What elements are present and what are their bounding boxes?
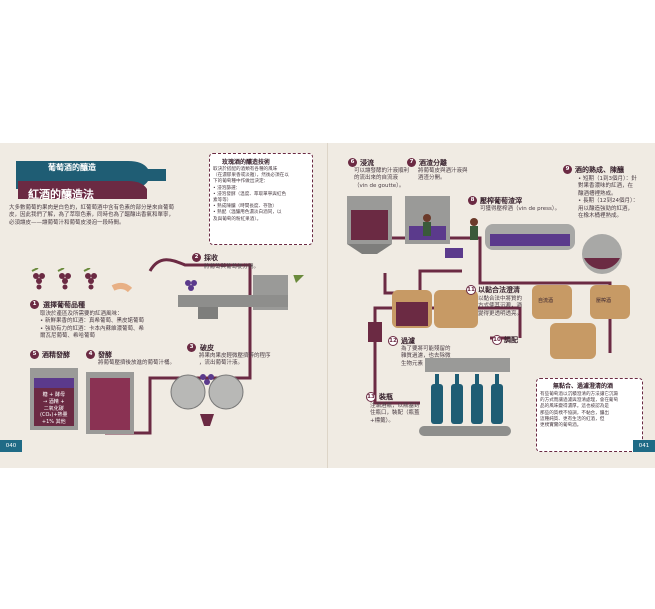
tank-equation: 糖 + 酵母 → 酒精 + 二氧化碳 (CO₂)+熱量 +1% 其他	[40, 392, 68, 425]
step-12-title: 過濾	[401, 337, 415, 345]
step-11-text: 以黏合法中將質的 方式使其沉澱，酒 變得更透明透亮。	[478, 296, 523, 317]
step-1-title: 選擇葡萄品種	[43, 301, 85, 309]
step-13-title: 裝瓶	[379, 393, 393, 401]
step-13-badge: 13	[366, 392, 376, 402]
fining-barrels	[392, 290, 478, 328]
step-7-badge: 7	[407, 158, 416, 167]
intro-text: 大多數葡萄的果肉是白色的，紅葡萄酒中含有色素的部分是來自葡萄 皮，因此我們了解，…	[9, 205, 175, 226]
crusher-rollers	[170, 374, 244, 426]
bottle-banner	[16, 161, 166, 199]
step-2-badge: 2	[192, 253, 201, 262]
step-2-title: 採收	[204, 254, 218, 262]
barrel-label-free-run: 自流酒	[538, 298, 554, 304]
step-8-title: 壓榨葡萄渣滓	[480, 197, 522, 205]
page-title: 紅酒的釀造法	[28, 188, 94, 201]
page-number-left: 040	[0, 440, 22, 452]
destemmer-machine	[178, 275, 304, 319]
unfined-box-title: 無黏合、過濾澄清的酒	[553, 383, 614, 390]
step-9-text: • 短期（1到3個月）：針 對果香濃味的紅酒，在 釀酒槽裡熟成。 • 長期（12…	[578, 176, 639, 220]
step-1-text: 取決於產區及所需要的紅酒風味： • 新鮮果香的紅酒：真希葡萄、黑皮諾葡萄 • 強…	[40, 311, 144, 340]
unfined-wine-box	[536, 378, 643, 452]
filter-unit	[368, 322, 382, 342]
unfined-box-text: 有些葡萄酒以沉積澄清的方法讓它沉澱 的方式而讓過濾與澄清處理，會在葡萄 品的風味…	[540, 392, 619, 428]
step-11-title: 以黏合法澄清	[478, 286, 520, 294]
step-4-badge: 4	[86, 350, 95, 359]
step-10-badge: 10	[492, 335, 502, 345]
step-4-title: 發酵	[98, 351, 112, 359]
step-3-text: 將果肉果皮輕微壓擠碎的程序 ，流出葡萄汁液。	[199, 353, 271, 367]
step-3-title: 破皮	[200, 344, 214, 352]
grape-bunches-icon	[31, 268, 133, 293]
step-1-badge: 1	[30, 300, 39, 309]
step-7-title: 酒渣分離	[419, 159, 447, 167]
step-9-badge: 9	[563, 165, 572, 174]
step-13-text: 注滿酒瓶，以瓶塞封 住瓶口，裝配（瓶蓋 +標籤）。	[370, 403, 420, 424]
step-9-title: 酒的熟成、陳釀	[575, 166, 624, 174]
draining-tank	[347, 196, 392, 254]
rose-wine-box	[209, 153, 313, 245]
step-2-text: 將葡萄與葡萄梗分開。	[204, 264, 260, 270]
wine-press	[470, 218, 575, 250]
step-8-text: 可獲得壓榨酒（vin de press）。	[480, 206, 561, 212]
step-5-badge: 5	[30, 350, 39, 359]
step-4-text: 將葡萄壓擠後放進的葡萄汁桶。	[98, 360, 176, 366]
step-8-badge: 8	[468, 196, 477, 205]
page-number-right: 041	[633, 440, 655, 452]
pomace-separation	[405, 196, 463, 258]
step-11-badge: 11	[466, 285, 476, 295]
step-5-title: 酒精發酵	[42, 351, 70, 359]
barrel-label-press: 壓榨酒	[596, 298, 612, 304]
fermentation-tanks	[30, 368, 134, 434]
blending-barrels	[532, 285, 630, 359]
step-6-text: 可以讓發酵的汁液順利 的流出來的自流液 （vin de goutte）。	[354, 168, 410, 189]
rose-box-text: 取決於搭配的酒類有各種的風味 （在濃郁果香或淡雅），然後必須在以 下的葡萄種中作…	[213, 167, 289, 222]
aging-tank	[582, 234, 622, 274]
book-spine	[327, 143, 328, 468]
step-6-badge: 6	[348, 158, 357, 167]
step-6-title: 浸流	[360, 159, 374, 167]
rose-box-title: 玫瑰酒的釀造技術	[222, 159, 271, 166]
step-7-text: 將葡萄皮與酒汁液與 酒渣分開。	[418, 168, 468, 182]
step-10-title: 調配	[504, 336, 518, 344]
bottle-title: 葡萄酒的釀造	[48, 163, 96, 172]
step-3-badge: 3	[187, 343, 196, 352]
bottling-line	[419, 358, 511, 436]
step-12-badge: 12	[388, 336, 398, 346]
